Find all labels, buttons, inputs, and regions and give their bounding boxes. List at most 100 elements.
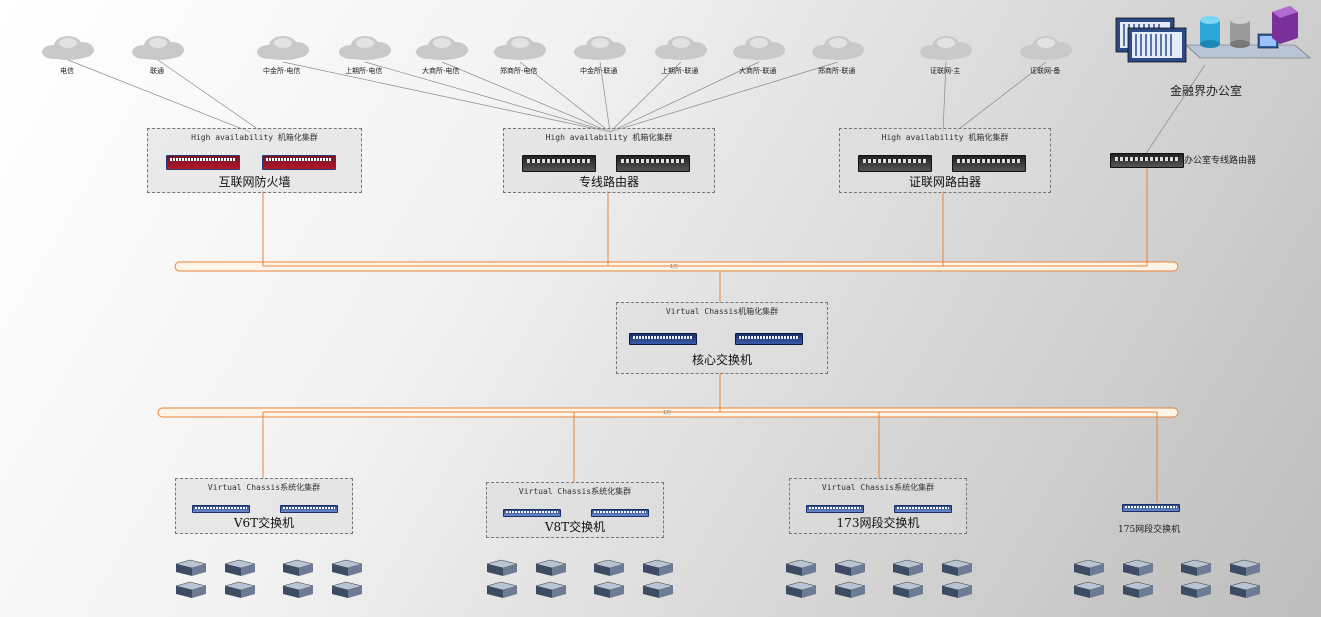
- router-device: [858, 155, 932, 172]
- server-icon: [1122, 581, 1154, 598]
- core-switch-cluster: Virtual Chassis机箱化集群 核心交换机: [616, 302, 828, 374]
- 175-segment-switch-device: [1122, 504, 1180, 512]
- leased-line-router-cluster: High availability 机箱化集群 专线路由器: [503, 128, 715, 193]
- cluster-title: Virtual Chassis系统化集群: [518, 487, 632, 496]
- access-switch-device: [503, 509, 561, 517]
- cloud-label: 联通: [150, 67, 164, 75]
- server-layer: [175, 559, 1261, 598]
- server-icon: [785, 581, 817, 598]
- server-icon: [785, 559, 817, 576]
- access-switch-device: [806, 505, 864, 513]
- access-switch-device: [192, 505, 250, 513]
- cluster-title: Virtual Chassis系统化集群: [821, 483, 935, 492]
- cloud-layer: [42, 36, 1072, 60]
- cloud-icon: [733, 36, 785, 60]
- cluster-name: 173网段交换机: [836, 516, 920, 530]
- 173-segment-switch-cluster: Virtual Chassis系统化集群 173网段交换机: [789, 478, 967, 534]
- cloud-icon: [416, 36, 468, 60]
- cloud-icon: [257, 36, 309, 60]
- server-icon: [593, 559, 625, 576]
- bus-label: 1万: [670, 264, 679, 270]
- office-equipment-icon: [1115, 6, 1311, 63]
- server-icon: [941, 559, 973, 576]
- cloud-label: 证联网-备: [1030, 67, 1061, 75]
- bus-label: 1万: [663, 410, 672, 416]
- server-icon: [1180, 581, 1212, 598]
- cloud-icon: [132, 36, 184, 60]
- v6t-switch-cluster: Virtual Chassis系统化集群 V6T交换机: [175, 478, 353, 534]
- router-device: [952, 155, 1026, 172]
- server-icon: [1122, 559, 1154, 576]
- server-icon: [224, 559, 256, 576]
- firewall-device: [166, 155, 240, 170]
- server-icon: [834, 581, 866, 598]
- cloud-icon: [1020, 36, 1072, 60]
- cloud-icon: [339, 36, 391, 60]
- cluster-title: High availability 机箱化集群: [191, 133, 318, 142]
- cloud-label: 郑商所-电信: [500, 67, 538, 75]
- cloud-icon: [812, 36, 864, 60]
- cloud-label: 大商所-联通: [739, 67, 777, 75]
- firewall-device: [262, 155, 336, 170]
- server-icon: [892, 581, 924, 598]
- cluster-name: V8T交换机: [544, 520, 606, 534]
- cluster-title: High availability 机箱化集群: [881, 133, 1009, 142]
- server-icon: [175, 559, 207, 576]
- office-router-device: [1110, 153, 1184, 168]
- server-icon: [331, 559, 363, 576]
- cloud-label: 中金所-电信: [263, 67, 301, 75]
- cloud-label: 电信: [60, 67, 74, 75]
- cloud-label: 郑商所-联通: [818, 67, 856, 75]
- router-device: [522, 155, 596, 172]
- server-icon: [535, 559, 567, 576]
- v8t-switch-cluster: Virtual Chassis系统化集群 V8T交换机: [486, 482, 664, 538]
- core-switch-device: [629, 333, 697, 345]
- cluster-title: Virtual Chassis机箱化集群: [665, 307, 779, 316]
- cluster-name: 证联网路由器: [908, 175, 981, 189]
- cluster-name: 专线路由器: [578, 175, 639, 189]
- server-icon: [486, 581, 518, 598]
- cluster-name: V6T交换机: [233, 516, 295, 530]
- server-icon: [1180, 559, 1212, 576]
- server-icon: [642, 559, 674, 576]
- server-icon: [282, 581, 314, 598]
- cloud-label: 大商所-电信: [422, 67, 460, 75]
- securities-network-router-cluster: High availability 机箱化集群 证联网路由器: [839, 128, 1051, 193]
- office-label: 金融界办公室: [1170, 84, 1243, 98]
- cluster-title: Virtual Chassis系统化集群: [207, 483, 321, 492]
- cloud-label: 上期所-电信: [345, 67, 383, 75]
- orange-links: [262, 168, 1158, 503]
- server-icon: [486, 559, 518, 576]
- server-icon: [1073, 581, 1105, 598]
- access-switch-device: [894, 505, 952, 513]
- firewall-cluster: High availability 机箱化集群 互联网防火墙: [147, 128, 362, 193]
- office-router-label: 办公室专线路由器: [1184, 156, 1257, 166]
- cloud-label: 证联网-主: [930, 67, 961, 75]
- cloud-label: 上期所-联通: [661, 67, 699, 75]
- cluster-title: High availability 机箱化集群: [545, 133, 673, 142]
- cloud-icon: [42, 36, 94, 60]
- core-switch-device: [735, 333, 803, 345]
- cloud-links: [67, 59, 1206, 156]
- cloud-icon: [655, 36, 707, 60]
- cloud-icon: [494, 36, 546, 60]
- cluster-name: 互联网防火墙: [218, 175, 291, 189]
- server-icon: [1229, 581, 1261, 598]
- server-icon: [642, 581, 674, 598]
- server-icon: [175, 581, 207, 598]
- cloud-icon: [920, 36, 972, 60]
- server-icon: [892, 559, 924, 576]
- server-icon: [282, 559, 314, 576]
- server-icon: [593, 581, 625, 598]
- standalone-switch-label: 175网段交换机: [1118, 525, 1181, 535]
- server-icon: [1073, 559, 1105, 576]
- server-icon: [941, 581, 973, 598]
- cloud-icon: [574, 36, 626, 60]
- server-icon: [834, 559, 866, 576]
- server-icon: [224, 581, 256, 598]
- router-device: [616, 155, 690, 172]
- cluster-name: 核心交换机: [691, 353, 752, 367]
- cloud-label: 中金所-联通: [580, 67, 618, 75]
- access-switch-device: [280, 505, 338, 513]
